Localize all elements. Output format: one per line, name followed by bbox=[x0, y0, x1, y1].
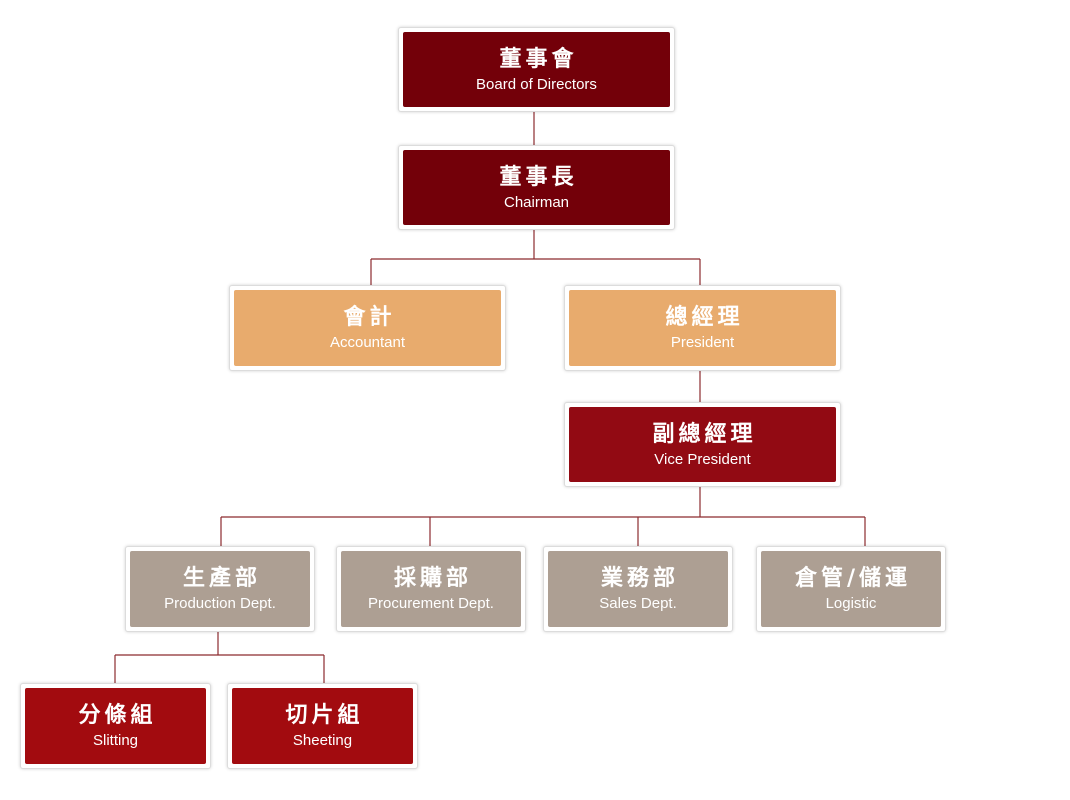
node-logistic-box: 倉管/儲運 Logistic bbox=[761, 551, 941, 627]
node-accountant-zh-label: 會計 bbox=[343, 304, 396, 330]
node-logistic: 倉管/儲運 Logistic bbox=[756, 546, 946, 632]
node-logistic-zh-label: 倉管/儲運 bbox=[794, 565, 912, 591]
node-sales-en-label: Sales Dept. bbox=[599, 595, 677, 612]
node-accountant-en-label: Accountant bbox=[329, 334, 406, 351]
node-president-zh-label: 總經理 bbox=[665, 304, 744, 330]
node-vice-president: 副總經理 Vice President bbox=[564, 402, 841, 487]
node-president: 總經理 President bbox=[564, 285, 841, 371]
node-slitting-zh-label: 分條組 bbox=[78, 702, 157, 728]
node-chairman-box: 董事長 Chairman bbox=[403, 150, 670, 225]
node-vice-president-en-label: Vice President bbox=[654, 450, 751, 468]
node-chairman-zh-label: 董事長 bbox=[499, 163, 578, 190]
node-board-en-label: Board of Directors bbox=[476, 75, 597, 93]
node-production-en-label: Production Dept. bbox=[164, 595, 276, 612]
node-procurement-dept: 採購部 Procurement Dept. bbox=[336, 546, 526, 632]
node-slitting-en-label: Slitting bbox=[92, 732, 139, 749]
node-slitting: 分條組 Slitting bbox=[20, 683, 211, 769]
node-sheeting-en-label: Sheeting bbox=[292, 732, 353, 749]
node-procurement-en-label: Procurement Dept. bbox=[368, 595, 494, 612]
node-chairman: 董事長 Chairman bbox=[398, 145, 675, 230]
node-chairman-en-label: Chairman bbox=[503, 193, 570, 211]
node-procurement-dept-box: 採購部 Procurement Dept. bbox=[341, 551, 521, 627]
node-accountant-box: 會計 Accountant bbox=[234, 290, 501, 366]
node-vice-president-zh-label: 副總經理 bbox=[652, 420, 757, 447]
node-board-of-directors-box: 董事會 Board of Directors bbox=[403, 32, 670, 107]
node-accountant: 會計 Accountant bbox=[229, 285, 506, 371]
node-production-dept: 生產部 Production Dept. bbox=[125, 546, 315, 632]
node-sales-dept-box: 業務部 Sales Dept. bbox=[548, 551, 728, 627]
node-president-en-label: President bbox=[670, 334, 735, 351]
node-sales-dept: 業務部 Sales Dept. bbox=[543, 546, 733, 632]
node-production-dept-box: 生產部 Production Dept. bbox=[130, 551, 310, 627]
node-board-of-directors: 董事會 Board of Directors bbox=[398, 27, 675, 112]
node-production-zh-label: 生產部 bbox=[182, 565, 261, 591]
node-sheeting-box: 切片組 Sheeting bbox=[232, 688, 413, 764]
node-board-zh-label: 董事會 bbox=[499, 45, 578, 72]
node-logistic-en-label: Logistic bbox=[825, 595, 877, 612]
node-slitting-box: 分條組 Slitting bbox=[25, 688, 206, 764]
node-sheeting: 切片組 Sheeting bbox=[227, 683, 418, 769]
node-president-box: 總經理 President bbox=[569, 290, 836, 366]
node-sheeting-zh-label: 切片組 bbox=[285, 702, 364, 728]
node-vice-president-box: 副總經理 Vice President bbox=[569, 407, 836, 482]
node-procurement-zh-label: 採購部 bbox=[393, 565, 472, 591]
node-sales-zh-label: 業務部 bbox=[600, 565, 679, 591]
